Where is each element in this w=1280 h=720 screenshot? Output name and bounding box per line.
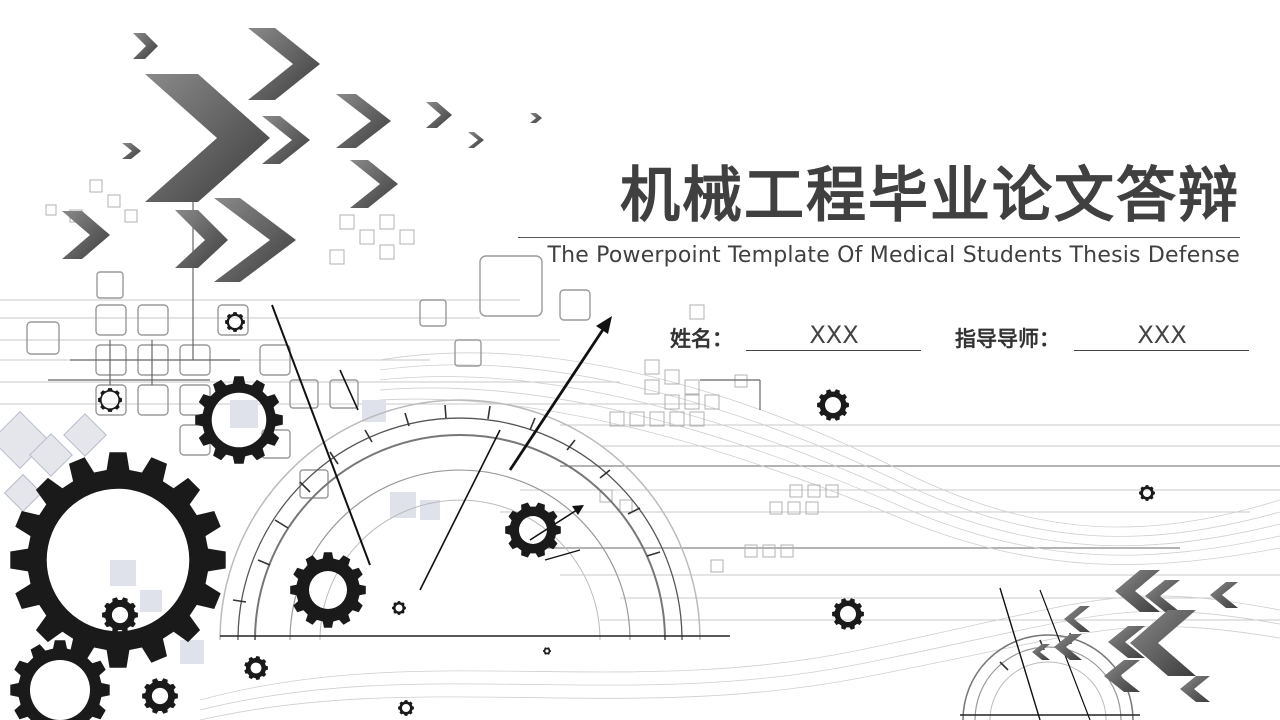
slide-title: 机械工程毕业论文答辩 [620, 161, 1240, 231]
title-divider [518, 237, 1240, 238]
chevron-arrow-icon [1032, 570, 1238, 702]
slide-subtitle: The Powerpoint Template Of Medical Stude… [547, 243, 1240, 268]
gear-icon [543, 647, 551, 655]
student-name-underline [746, 350, 921, 351]
gear-icon [244, 656, 268, 680]
gear-icon [832, 598, 864, 630]
baseline-lines [220, 635, 1140, 716]
gear-icon [505, 502, 561, 558]
gear-icon [398, 700, 414, 716]
gear-icon [98, 388, 122, 412]
gear-group [10, 312, 1155, 720]
circuit-squares-small [45, 179, 839, 573]
advisor-underline [1074, 350, 1249, 351]
dial-ticks [232, 404, 1072, 671]
gear-icon [195, 376, 283, 464]
diamond-motifs [0, 411, 107, 513]
gear-icon [1139, 485, 1155, 501]
gear-icon [290, 552, 366, 628]
gear-icon [10, 452, 226, 668]
gear-icon [225, 312, 245, 332]
gear-icon [102, 597, 138, 633]
circuit-squares [26, 255, 591, 499]
student-name-value[interactable]: XXX [809, 321, 859, 349]
gear-icon [10, 640, 110, 720]
gear-icon [392, 601, 406, 615]
gear-icon [817, 389, 849, 421]
advisor-value[interactable]: XXX [1137, 321, 1187, 349]
chevron-arrow-icon [62, 28, 542, 282]
student-name-label: 姓名： [670, 327, 733, 351]
circuit-traces [48, 200, 761, 410]
advisor-label: 指导导师： [955, 327, 1060, 351]
dial-arcs [219, 399, 1134, 720]
gear-icon [142, 678, 178, 714]
